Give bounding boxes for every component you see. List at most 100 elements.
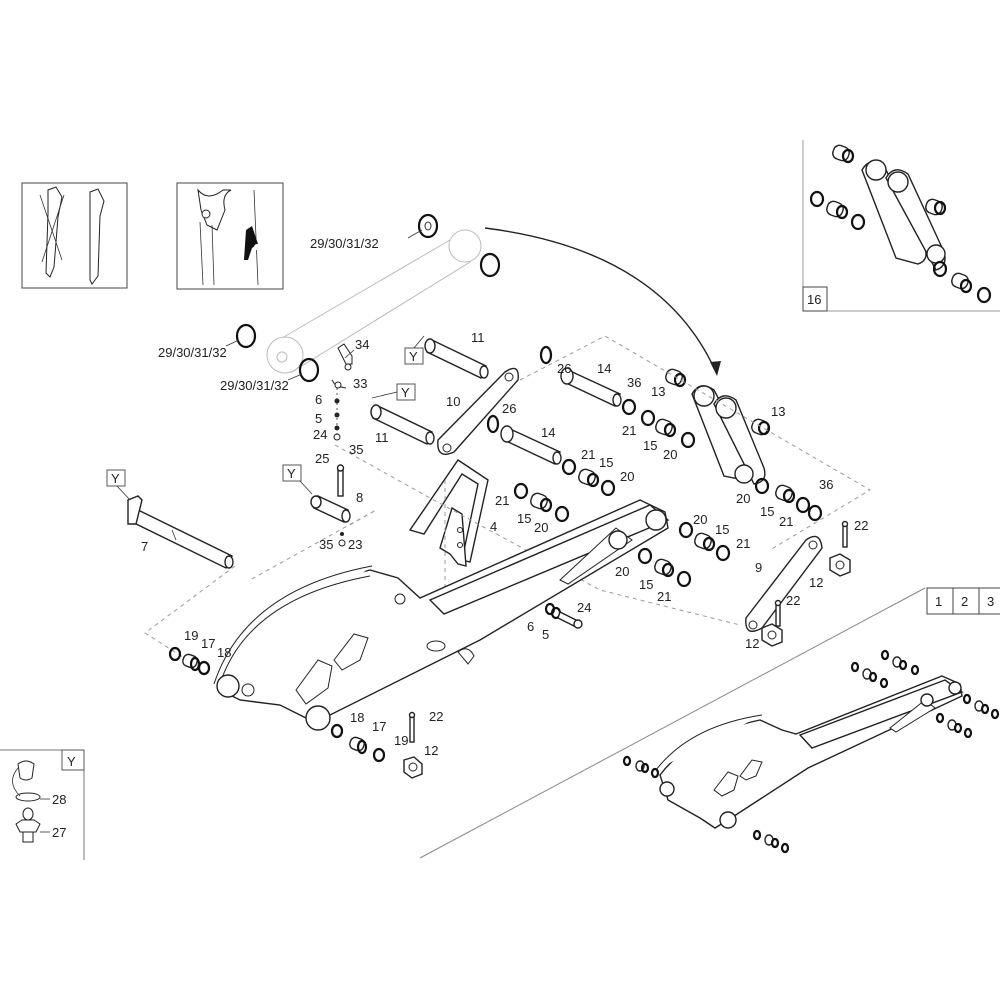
callout-20: 20 xyxy=(534,520,548,535)
callout-28: 28 xyxy=(52,792,66,807)
callout-washer: 29/30/31/32 xyxy=(310,236,379,251)
ring-20-c xyxy=(554,505,570,523)
ring-21-right xyxy=(795,496,811,514)
ref-marker-label: Y xyxy=(401,385,410,400)
cap-28-icon xyxy=(12,760,41,802)
bushing-13-right xyxy=(751,418,771,436)
bushing-15-right xyxy=(775,484,796,504)
callout-11: 11 xyxy=(375,430,389,445)
hydraulic-cylinder-ghost xyxy=(266,229,482,374)
callout-26: 26 xyxy=(502,401,516,416)
callout-12: 12 xyxy=(424,743,438,758)
callout-24: 24 xyxy=(577,600,591,615)
callout-20: 20 xyxy=(620,469,634,484)
bushing-16d xyxy=(951,272,973,294)
callout-14: 14 xyxy=(597,361,611,376)
callout-21: 21 xyxy=(495,493,509,508)
clip-26-lower xyxy=(486,414,500,434)
detail-box-label: 16 xyxy=(807,292,821,307)
arrow-to-detail xyxy=(484,227,721,376)
ring-21-d xyxy=(715,544,731,562)
washer-29-32-left xyxy=(235,323,257,349)
boom-arm-main xyxy=(213,499,670,731)
callout-23: 23 xyxy=(348,537,362,552)
clip-33 xyxy=(331,379,347,389)
callout-7: 7 xyxy=(141,539,148,554)
callout-36: 36 xyxy=(819,477,833,492)
callout-36: 36 xyxy=(627,375,641,390)
ref-marker-label: Y xyxy=(409,349,418,364)
thumbnail-detail-view xyxy=(176,182,284,290)
washer-6-top xyxy=(334,398,340,404)
ring-36-upper xyxy=(621,398,637,416)
callout-6: 6 xyxy=(315,392,322,407)
thumbnail-boom-views xyxy=(21,182,128,289)
callout-13: 13 xyxy=(771,404,785,419)
bushing-17-a xyxy=(182,653,201,672)
callout-washer: 29/30/31/32 xyxy=(220,378,289,393)
grease-nipple-27-icon xyxy=(15,807,41,843)
callout-20: 20 xyxy=(693,512,707,527)
clip-26-upper xyxy=(539,345,553,365)
ring-20-b xyxy=(600,479,616,497)
legend-marker-y: Y xyxy=(67,754,76,769)
callout-11: 11 xyxy=(471,330,485,345)
callout-18: 18 xyxy=(217,645,231,660)
assembly-guides xyxy=(144,335,871,669)
pin-11-lower xyxy=(370,404,435,445)
bushing-15-b xyxy=(578,468,600,488)
washer-29-32-mid xyxy=(298,357,320,383)
bushing-15-c xyxy=(530,492,553,513)
callout-21: 21 xyxy=(581,447,595,462)
nut-12-bottom xyxy=(403,756,423,779)
variant-tab-1[interactable]: 1 xyxy=(935,594,942,609)
pin-22-bottom xyxy=(408,711,416,743)
ring-20-right xyxy=(754,477,770,495)
callout-34: 34 xyxy=(355,337,369,352)
variant-tab-2[interactable]: 2 xyxy=(961,594,968,609)
callout-35: 35 xyxy=(349,442,363,457)
ring-36-right xyxy=(807,504,823,522)
callout-20: 20 xyxy=(663,447,677,462)
bushing-16b xyxy=(826,200,849,220)
callout-15: 15 xyxy=(639,577,653,592)
link-9 xyxy=(745,535,823,632)
ring-21-e xyxy=(676,570,692,588)
ring-20-e xyxy=(637,547,653,565)
callout-33: 33 xyxy=(353,376,367,391)
callout-labels: 29/30/31/32 29/30/31/32 29/30/31/32 34 3… xyxy=(52,236,868,840)
link-10 xyxy=(437,367,519,455)
callout-20: 20 xyxy=(736,491,750,506)
legend-box-y xyxy=(0,749,85,860)
callout-22: 22 xyxy=(854,518,868,533)
link-assembly-16 xyxy=(691,385,766,485)
callout-21: 21 xyxy=(779,514,793,529)
callout-21: 21 xyxy=(622,423,636,438)
callout-22: 22 xyxy=(786,593,800,608)
ref-marker-y-pin7: Y xyxy=(106,469,131,501)
callout-washer: 29/30/31/32 xyxy=(158,345,227,360)
variant-tab-3[interactable]: 3 xyxy=(987,594,994,609)
bracket-4 xyxy=(408,459,489,567)
bushing-16c xyxy=(925,198,947,216)
callout-27: 27 xyxy=(52,825,66,840)
ring-18-a xyxy=(197,660,211,676)
bolt-24-assembly xyxy=(544,602,583,629)
boom-arm-variant xyxy=(655,675,964,829)
bushing-16a xyxy=(832,144,855,164)
callout-24: 24 xyxy=(313,427,327,442)
callout-5: 5 xyxy=(315,411,322,426)
callout-20: 20 xyxy=(615,564,629,579)
ring-20-d xyxy=(678,521,694,539)
ring-21-c xyxy=(513,482,529,500)
ref-marker-y-pin11-upper: Y xyxy=(404,335,425,365)
callout-17: 17 xyxy=(201,636,215,651)
pin-8 xyxy=(310,495,351,523)
callout-6: 6 xyxy=(527,619,534,634)
pin-22-upper xyxy=(841,520,849,548)
callout-19: 19 xyxy=(184,628,198,643)
callout-18: 18 xyxy=(350,710,364,725)
bolt-25 xyxy=(336,464,345,497)
callout-9: 9 xyxy=(755,560,762,575)
